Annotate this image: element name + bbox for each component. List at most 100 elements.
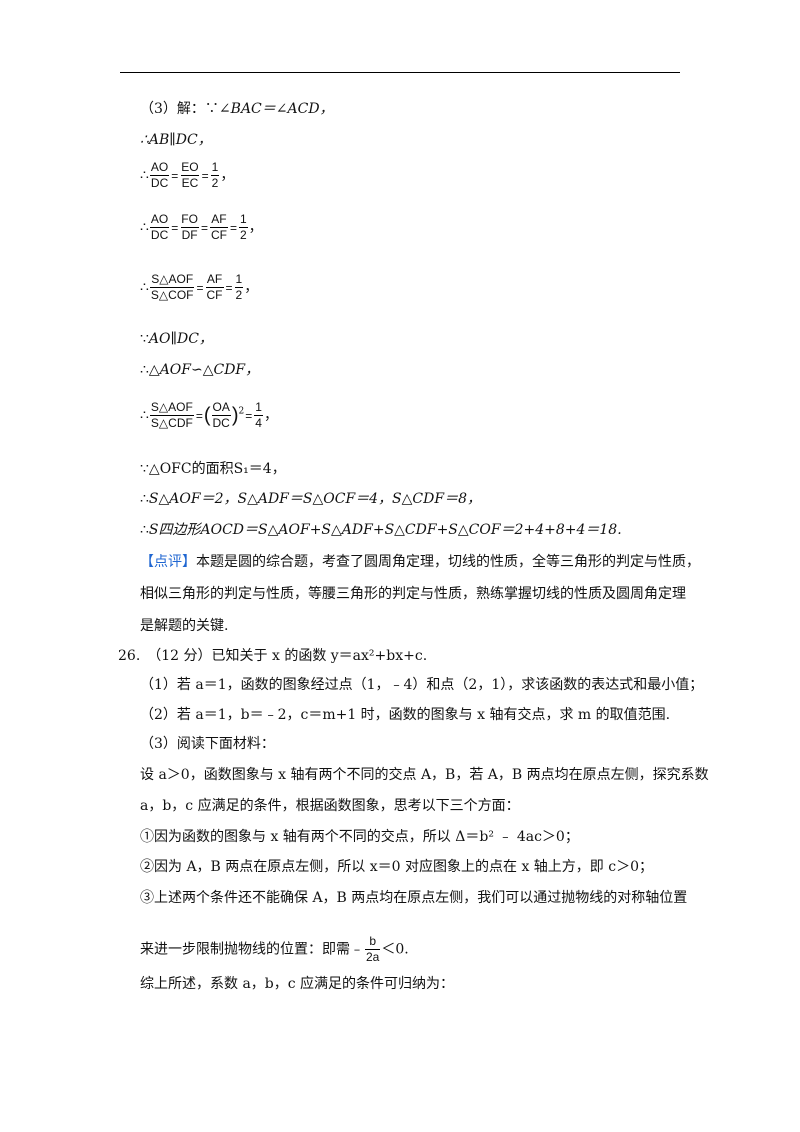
question-26-part2: （2）若 a＝1，b＝﹣2，c＝m+1 时，函数的图象与 x 轴有交点，求 m … bbox=[140, 707, 671, 723]
condition-3: ③上述两个条件还不能确保 A，B 两点均在原点左侧，我们可以通过抛物线的对称轴位… bbox=[140, 890, 688, 906]
review-text: 本题是圆的综合题，考查了圆周角定理，切线的性质，全等三角形的判定与性质， bbox=[196, 554, 700, 570]
numerator: 1 bbox=[211, 160, 219, 174]
denominator: DF bbox=[180, 227, 199, 242]
denominator: 2 bbox=[234, 287, 244, 302]
denominator: DC bbox=[149, 175, 170, 190]
numerator: S△AOF bbox=[151, 272, 194, 286]
numerator: AF bbox=[211, 212, 227, 226]
review-line-1: 【点评】本题是圆的综合题，考查了圆周角定理，切线的性质，全等三角形的判定与性质， bbox=[140, 553, 700, 571]
review-line-3: 是解题的关键. bbox=[140, 618, 229, 634]
numerator: OA bbox=[212, 400, 230, 414]
denominator: S△COF bbox=[149, 287, 195, 302]
similar-statement: △AOF∽△CDF， bbox=[148, 362, 260, 378]
equals: = bbox=[196, 280, 204, 295]
numerator: EO bbox=[181, 160, 199, 174]
equals: = bbox=[229, 220, 237, 235]
question-26-part3: （3）阅读下面材料： bbox=[140, 736, 275, 752]
similar-line: ∴△AOF∽△CDF， bbox=[140, 361, 259, 379]
condition-text: 来进一步限制抛物线的位置：即需﹣ bbox=[140, 941, 364, 958]
numerator: FO bbox=[181, 212, 198, 226]
therefore-symbol: ∴ bbox=[140, 491, 149, 507]
question-26-part1: （1）若 a＝1，函数的图象经过点（1，﹣4）和点（2，1），求该函数的表达式和… bbox=[140, 677, 704, 693]
equals: = bbox=[201, 168, 209, 183]
equals: = bbox=[200, 220, 208, 235]
total-area: S四边形AOCD＝S△AOF+S△ADF+S△CDF+S△COF＝2+4+8+4… bbox=[148, 522, 622, 538]
total-area-line: ∴S四边形AOCD＝S△AOF+S△ADF+S△CDF+S△COF＝2+4+8+… bbox=[140, 521, 622, 539]
comma: ， bbox=[248, 219, 263, 236]
exponent: 2 bbox=[238, 406, 245, 417]
parallel-line: ∴AB∥DC， bbox=[140, 132, 212, 148]
denominator: 2a bbox=[365, 949, 381, 964]
comma: ， bbox=[220, 167, 235, 184]
header-rule bbox=[120, 72, 680, 73]
therefore-symbol: ∴ bbox=[140, 219, 149, 236]
areas-line: ∴S△AOF＝2，S△ADF＝S△OCF＝4，S△CDF＝8， bbox=[140, 490, 481, 508]
therefore-symbol: ∴ bbox=[140, 362, 149, 378]
therefore-symbol: ∴ bbox=[140, 407, 149, 424]
equals: = bbox=[195, 408, 203, 423]
therefore-symbol: ∴ bbox=[140, 279, 149, 296]
equals: = bbox=[171, 168, 179, 183]
numerator: S△AOF bbox=[150, 400, 193, 414]
denominator: S△CDF bbox=[149, 415, 194, 430]
areas-values: S△AOF＝2，S△ADF＝S△OCF＝4，S△CDF＝8， bbox=[148, 491, 481, 507]
equals: = bbox=[171, 220, 179, 235]
comma: ， bbox=[244, 279, 259, 296]
angle-equality: ∠BAC＝∠ACD， bbox=[218, 101, 334, 117]
equals: = bbox=[245, 408, 253, 423]
since-parallel-line: ∵AO∥DC， bbox=[140, 330, 213, 348]
review-line-2: 相似三角形的判定与性质，等腰三角形的判定与性质，熟练掌握切线的性质及圆周角定理 bbox=[140, 586, 686, 602]
therefore-symbol: ∴ bbox=[140, 167, 149, 184]
denominator: CF bbox=[205, 287, 224, 302]
condition-2: ②因为 A，B 两点在原点左侧，所以 x＝0 对应图象上的点在 x 轴上方，即 … bbox=[140, 859, 653, 875]
denominator: DC bbox=[211, 415, 231, 430]
denominator: EC bbox=[180, 175, 200, 190]
numerator: AF bbox=[206, 272, 223, 286]
summary-line: 综上所述，系数 a，b，c 应满足的条件可归纳为： bbox=[140, 976, 455, 992]
left-paren: ( bbox=[203, 404, 211, 427]
solution-label: （3）解：∵ bbox=[140, 101, 219, 117]
area-given-line: ∵△OFC的面积S₁＝4， bbox=[140, 460, 286, 478]
question-26: 26. （12 分）已知关于 x 的函数 y＝ax²+bx+c. bbox=[118, 648, 428, 664]
numerator: 1 bbox=[255, 400, 262, 414]
denominator: DC bbox=[149, 227, 170, 242]
denominator: 2 bbox=[210, 175, 220, 190]
review-tag: 【点评】 bbox=[140, 554, 196, 570]
numerator: 1 bbox=[239, 212, 247, 226]
right-paren: ) bbox=[231, 404, 239, 427]
numerator: AO bbox=[150, 212, 169, 226]
numerator: b bbox=[369, 934, 377, 948]
since-symbol: ∵ bbox=[140, 331, 149, 347]
solution-part3-line: （3）解：∵∠BAC＝∠ACD， bbox=[140, 100, 334, 118]
denominator: 2 bbox=[238, 227, 248, 242]
condition-1: ①因为函数的图象与 x 轴有两个不同的交点，所以 Δ＝b² ﹣ 4ac＞0； bbox=[140, 829, 579, 845]
therefore-symbol: ∴ bbox=[140, 522, 149, 538]
equals: = bbox=[225, 280, 233, 295]
numerator: 1 bbox=[235, 272, 243, 286]
inequality-tail: ＜0. bbox=[381, 941, 409, 958]
parallel-statement: AO∥DC， bbox=[148, 331, 213, 347]
material-line-1: 设 a＞0，函数图象与 x 轴有两个不同的交点 A，B，若 A，B 两点均在原点… bbox=[140, 767, 709, 783]
comma: ， bbox=[263, 407, 278, 424]
numerator: AO bbox=[150, 160, 169, 174]
material-line-2: a，b，c 应满足的条件，根据函数图象，思考以下三个方面： bbox=[140, 798, 520, 814]
